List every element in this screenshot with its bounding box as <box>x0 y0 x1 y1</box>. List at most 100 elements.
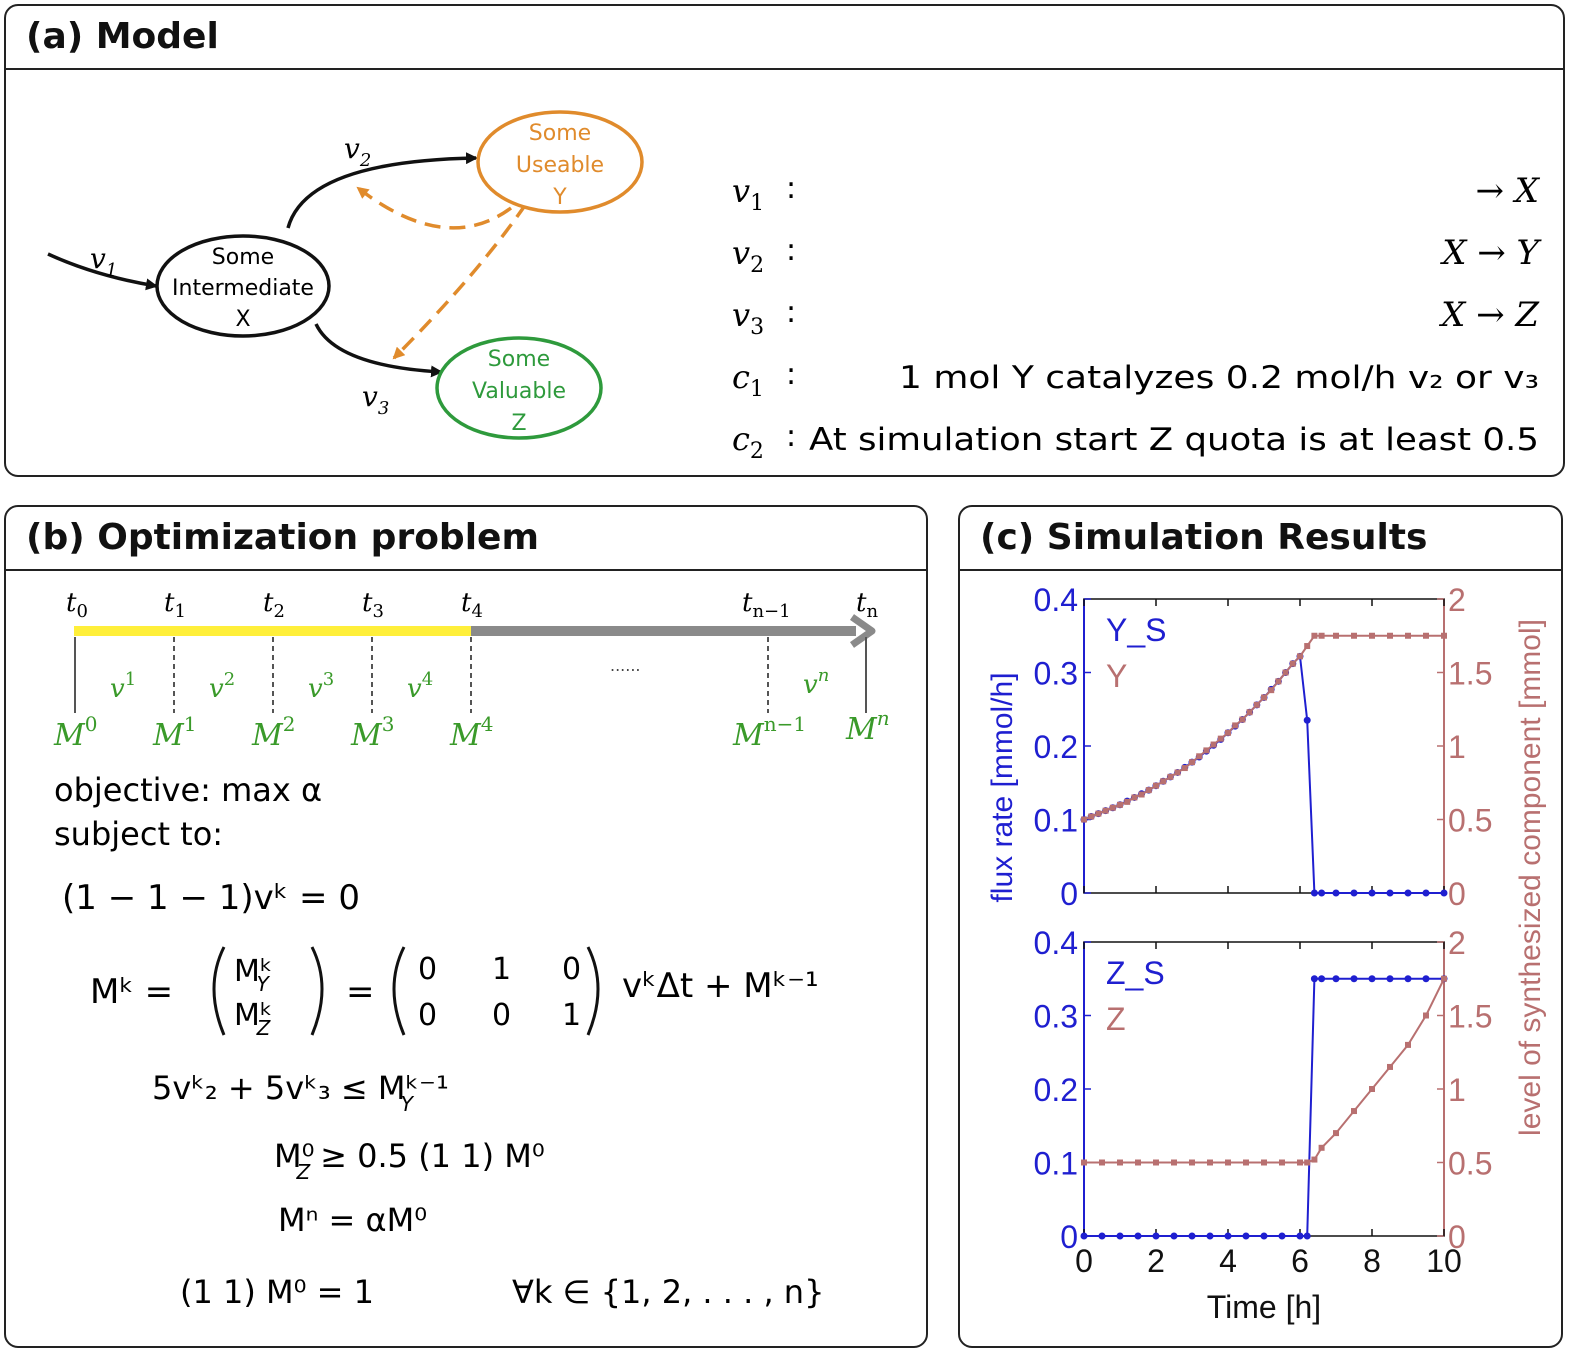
svg-text::: : <box>786 171 796 206</box>
eq-normalization: (1 1) M⁰ = 1 <box>180 1273 374 1311</box>
ytick-left-label: 0.2 <box>1034 729 1078 765</box>
series-point-Z <box>1135 1159 1141 1166</box>
node-x-line3: X <box>235 307 250 332</box>
series-point-Z <box>1311 1156 1318 1163</box>
svg-text:v1: v1 <box>732 172 764 216</box>
panel-model-header: (a) Model <box>6 6 1563 70</box>
node-x-line1: Some <box>212 245 274 270</box>
series-point-Y_S <box>1318 889 1326 897</box>
series-point-Y <box>1297 653 1303 660</box>
series-point-Z <box>1297 1159 1303 1166</box>
series-point-Y_S <box>1422 889 1430 897</box>
v-labels: v1 v2 v3 v4 vn <box>110 665 829 704</box>
series-point-Y <box>1160 778 1167 785</box>
svg-text:0: 0 <box>418 952 437 987</box>
series-point-Z_S <box>1422 975 1430 983</box>
xtick-label: 8 <box>1363 1243 1381 1279</box>
series-point-Y <box>1181 765 1188 772</box>
series-point-Z <box>1318 1144 1325 1151</box>
paren-left-2 <box>392 946 406 1036</box>
series-point-Y <box>1174 769 1181 776</box>
eq-catalysis: 5vᵏ₂ + 5vᵏ₃ ≤ Mᵏ⁻¹Y <box>152 1069 449 1116</box>
panel-optimization-header: (b) Optimization problem <box>6 507 926 571</box>
ytick-left-label: 0 <box>1060 1219 1078 1255</box>
series-point-Z <box>1171 1159 1177 1166</box>
paren-left-1 <box>212 946 226 1036</box>
eq-z-quota: M⁰Z≥ 0.5 (1 1) M⁰ <box>274 1137 545 1184</box>
xtick-label: 6 <box>1291 1243 1309 1279</box>
series-point-Y <box>1423 632 1429 639</box>
series-point-Z <box>1423 1012 1429 1019</box>
ytick-left-label: 0.4 <box>1034 582 1078 618</box>
reaction-list: v1 : → X v2 : X → Y v3 : X → Z c1 : 1 mo… <box>732 171 1543 464</box>
series-point-Y <box>1275 678 1282 685</box>
edge-v2 <box>286 152 478 229</box>
series-line-Z <box>1084 978 1445 1164</box>
series-point-Y <box>1131 794 1138 801</box>
node-y-line2: Useable <box>516 153 604 178</box>
legend-entry-0: Y_S <box>1106 612 1166 648</box>
eq-mass-rhs: vᵏΔt + Mᵏ⁻¹ <box>622 966 819 1006</box>
series-point-Y <box>1261 694 1267 701</box>
node-z-line1: Some <box>488 347 550 372</box>
series-point-Z_S <box>1134 1232 1142 1240</box>
svg-text:v1: v1 <box>110 669 136 704</box>
series-point-Y <box>1102 807 1109 814</box>
eq-mass-lhs: Mᵏ = <box>90 972 173 1012</box>
panel-simulation-title: (c) Simulation Results <box>980 517 1428 558</box>
svg-text:v3: v3 <box>308 669 334 704</box>
series-point-Y <box>1282 669 1289 676</box>
series-point-Y_S <box>1350 889 1358 897</box>
series-point-Z <box>1099 1159 1105 1166</box>
x-axis-label: Time [h] <box>1207 1289 1321 1325</box>
panel-optimization: (b) Optimization problem t0 t1 t2 t3 t4 … <box>4 505 928 1348</box>
series-point-Y <box>1167 773 1174 780</box>
ytick-right-label: 0 <box>1448 876 1466 912</box>
series-point-Y <box>1253 701 1260 708</box>
eq-forall: ∀k ∈ {1, 2, . . . , n} <box>512 1273 824 1311</box>
svg-text:M0: M0 <box>53 712 97 753</box>
series-point-Y <box>1203 747 1210 754</box>
series-point-Y <box>1081 816 1087 823</box>
series-point-Y <box>1138 791 1145 798</box>
ytick-left-label: 0.1 <box>1034 1146 1078 1182</box>
series-point-Z <box>1351 1108 1357 1115</box>
ytick-right-label: 1 <box>1448 729 1466 765</box>
ytick-right-label: 0 <box>1448 1219 1466 1255</box>
catalysis-v2 <box>356 186 513 230</box>
series-point-Y <box>1210 741 1217 748</box>
m-labels: M0 M1 M2 M3 M4 Mn−1 Mn <box>53 706 890 753</box>
svg-text:t3: t3 <box>362 588 384 622</box>
series-point-Z_S <box>1404 975 1412 983</box>
ytick-right-label: 1.5 <box>1448 656 1492 692</box>
simulation-charts: 00.10.20.30.400.511.52Y_SY00.10.20.30.40… <box>986 582 1547 1325</box>
eq-m-y: MᵏY <box>234 954 273 996</box>
series-point-Y <box>1311 632 1318 639</box>
catalysis-v3 <box>392 203 528 360</box>
legend-entry-1: Y <box>1106 658 1127 694</box>
series-point-Y <box>1387 632 1393 639</box>
series-point-Z <box>1369 1086 1375 1092</box>
series-point-Y <box>1109 804 1116 811</box>
series-point-Z <box>1279 1159 1285 1166</box>
paren-right-2 <box>586 946 600 1036</box>
y-axis-label-right: level of synthesized component [mmol] <box>1514 619 1547 1136</box>
svg-text:M1: M1 <box>152 712 196 753</box>
svg-text:X → Z: X → Z <box>1438 295 1540 335</box>
series-point-Y_S <box>1332 889 1340 897</box>
svg-text:t1: t1 <box>164 588 186 622</box>
eq-stoichiometry: (1 − 1 − 1)vᵏ = 0 <box>62 878 360 918</box>
constraint-c1: c1 : 1 mol Y catalyzes 0.2 mol/h v₂ or v… <box>732 357 1539 402</box>
series-point-Y <box>1405 632 1411 639</box>
svg-text:M4: M4 <box>449 712 493 753</box>
timeline-ticks <box>74 637 867 713</box>
xtick-label: 10 <box>1426 1243 1462 1279</box>
series-line-Y_S <box>1083 654 1444 894</box>
edge-v3 <box>314 323 443 378</box>
series-point-Z <box>1207 1159 1213 1166</box>
series-point-Y <box>1232 722 1239 729</box>
svg-text:v3: v3 <box>732 296 764 340</box>
edge-v1 <box>47 252 158 291</box>
series-point-Y_S <box>1303 716 1311 724</box>
series-point-Z_S <box>1098 1232 1106 1240</box>
